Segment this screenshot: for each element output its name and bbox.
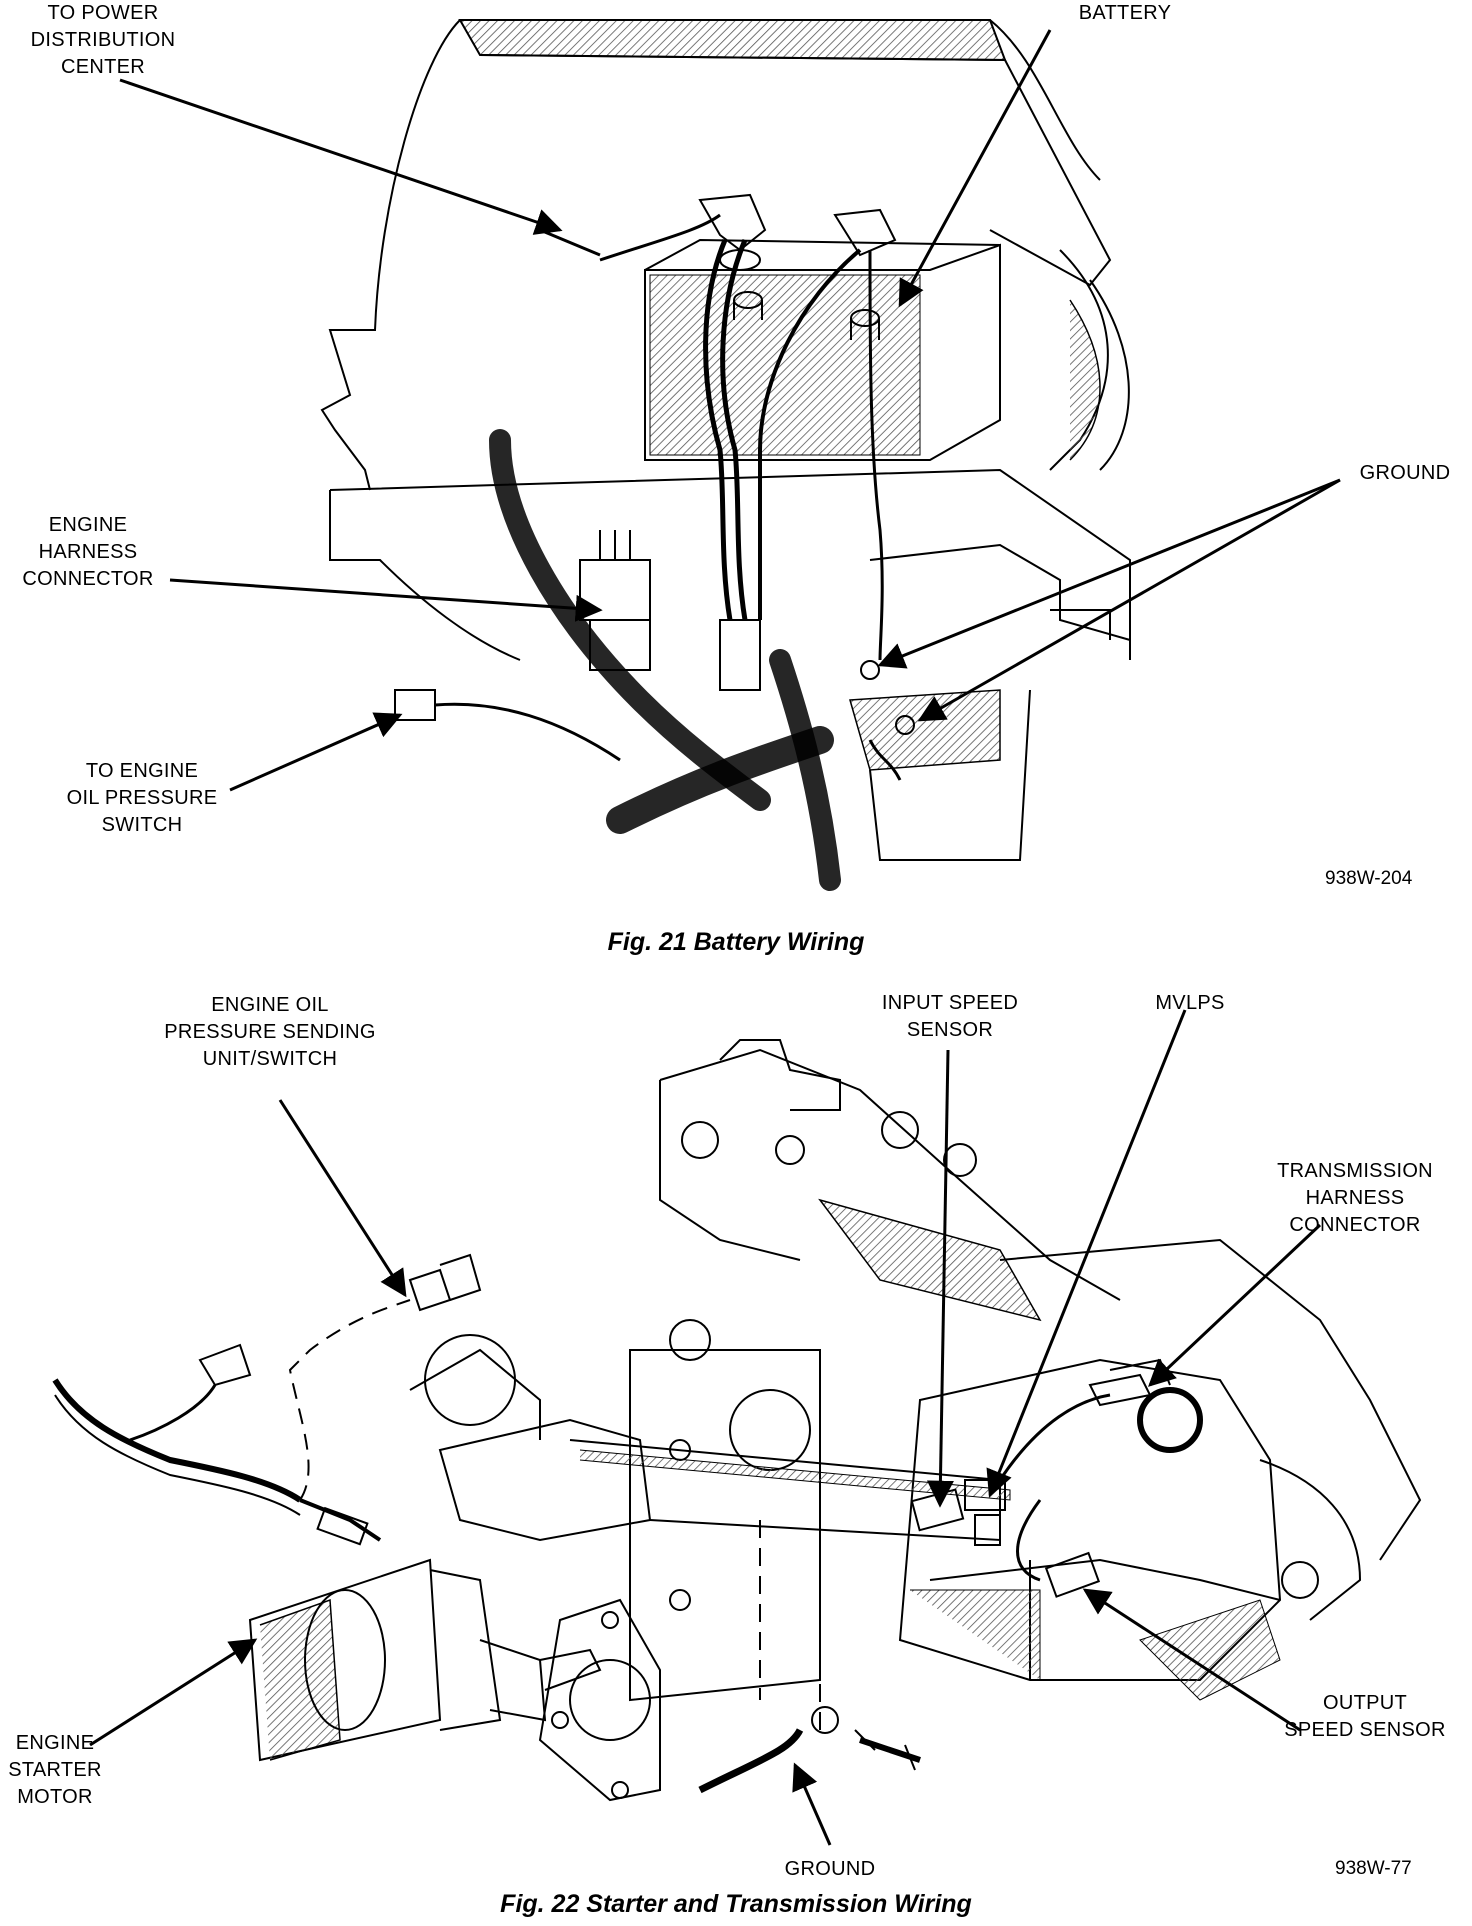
label-ground-fig21: GROUND xyxy=(1359,462,1451,484)
figure-22-leader-lines xyxy=(89,1009,1322,1846)
label-engine-starter-motor: ENGINE STARTER MOTOR xyxy=(8,1732,102,1808)
label-transmission-harness-connector: TRANSMISSION HARNESS CONNECTOR xyxy=(1277,1160,1433,1236)
label-engine-harness-connector: ENGINE HARNESS CONNECTOR xyxy=(22,514,154,590)
label-oil-pressure-sending-unit: ENGINE OIL PRESSURE SENDING UNIT/SWITCH xyxy=(164,994,376,1070)
label-input-speed-sensor: INPUT SPEED SENSOR xyxy=(881,992,1019,1041)
label-power-distribution-center: TO POWER DISTRIBUTION CENTER xyxy=(30,2,176,78)
label-battery: BATTERY xyxy=(1078,2,1172,24)
figure-22-illustration xyxy=(52,1039,1422,1802)
figure-21-illustration xyxy=(320,19,1131,891)
label-ground-fig22: GROUND xyxy=(784,1858,876,1880)
figure-22-id: 938W-77 xyxy=(1335,1858,1412,1879)
label-output-speed-sensor: OUTPUT SPEED SENSOR xyxy=(1284,1692,1446,1741)
figure-21-leader-lines xyxy=(119,29,1341,792)
label-engine-oil-pressure-switch: TO ENGINE OIL PRESSURE SWITCH xyxy=(66,760,218,836)
figure-21-caption: Fig. 21 Battery Wiring xyxy=(607,928,865,956)
label-mvlps: MVLPS xyxy=(1155,992,1225,1014)
figure-22-caption: Fig. 22 Starter and Transmission Wiring xyxy=(500,1890,972,1918)
figure-21-id: 938W-204 xyxy=(1325,868,1413,889)
